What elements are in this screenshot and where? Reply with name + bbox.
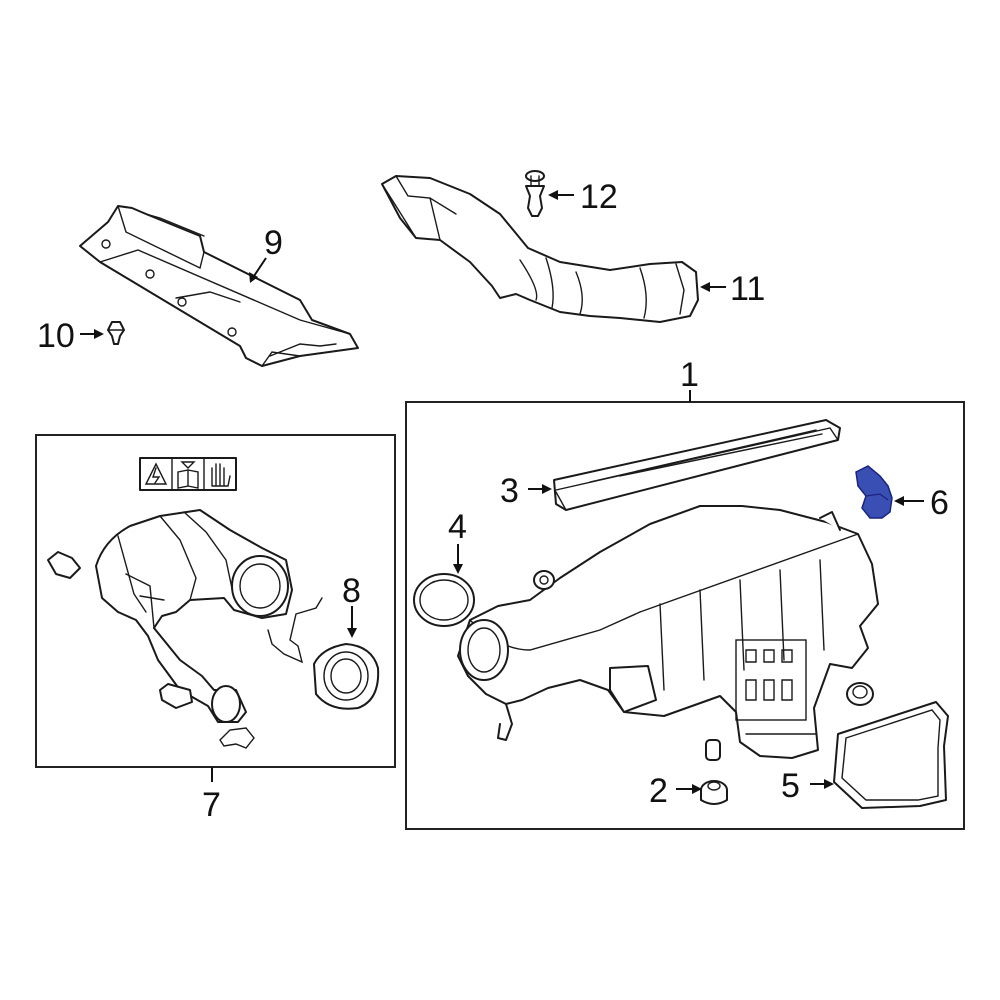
electric-hazard-icon xyxy=(144,462,168,485)
left-group-frame xyxy=(35,434,396,768)
part-11-intake-duct[interactable] xyxy=(381,175,699,323)
callout-6: 6 xyxy=(930,484,949,522)
part-9-cover-panel[interactable] xyxy=(79,205,359,367)
leader-lines xyxy=(80,190,924,794)
part-6-sensor-highlighted[interactable] xyxy=(855,465,893,519)
part-12-push-pin[interactable] xyxy=(525,170,545,217)
part-1-air-cleaner-housing[interactable] xyxy=(457,505,879,759)
callout-4: 4 xyxy=(448,508,467,546)
part-2-grommet[interactable] xyxy=(700,780,728,805)
warning-label xyxy=(139,457,237,491)
part-7-resonator-hose-assembly[interactable] xyxy=(47,509,293,749)
spacer-post[interactable] xyxy=(705,739,721,761)
callout-1: 1 xyxy=(680,356,699,394)
callout-9: 9 xyxy=(264,224,283,262)
callout-5: 5 xyxy=(781,767,800,805)
callout-8: 8 xyxy=(342,572,361,610)
grommet-top[interactable] xyxy=(533,570,555,590)
part-8-flange-ring[interactable] xyxy=(267,597,380,710)
manual-book-icon xyxy=(177,461,199,489)
right-group-frame xyxy=(405,401,965,830)
part-10-clip[interactable] xyxy=(107,321,125,345)
part-4-o-ring[interactable] xyxy=(413,573,475,627)
callout-7: 7 xyxy=(202,786,221,824)
part-3-air-filter[interactable] xyxy=(553,419,841,511)
callout-10: 10 xyxy=(37,317,75,355)
nut-right[interactable] xyxy=(846,682,874,706)
part-5-gasket[interactable] xyxy=(833,701,949,809)
callout-2: 2 xyxy=(649,772,668,810)
callout-3: 3 xyxy=(500,472,519,510)
hand-caution-icon xyxy=(211,463,231,487)
callout-12: 12 xyxy=(580,178,618,216)
callout-11: 11 xyxy=(730,270,765,308)
